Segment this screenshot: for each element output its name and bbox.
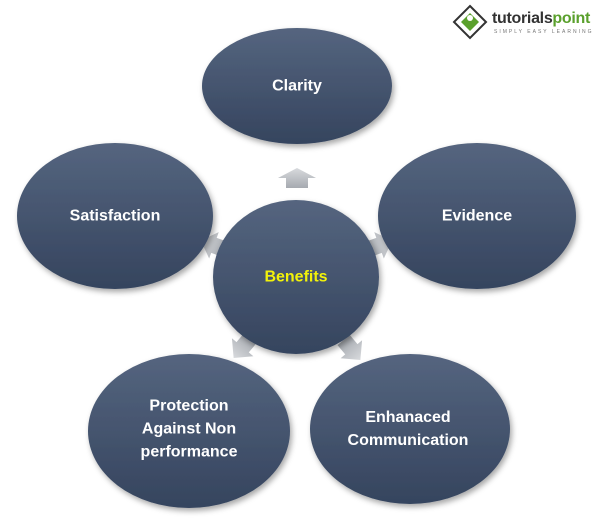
logo-name-part1: tutorials [492,10,553,27]
node-communication [310,354,510,504]
satisfaction-label: Satisfaction [69,207,161,225]
arrow-up-icon [278,168,316,188]
node-satisfaction [17,143,213,289]
center-label: Benefits [264,268,328,286]
communication-line-2: Communication [347,432,469,449]
node-protection [88,354,290,508]
evidence-label: Evidence [441,207,513,225]
protection-line-1: Protection [149,397,229,415]
logo-tagline: SIMPLY EASY LEARNING [494,29,594,35]
logo-name: tutorialspoint [492,10,590,28]
node-evidence [378,143,576,289]
node-clarity [202,28,392,144]
center-node [213,200,379,354]
logo-icon [452,4,488,40]
protection-line-2: Against Non [141,420,237,438]
protection-line-3: performance [140,443,238,461]
clarity-label: Clarity [272,77,322,95]
communication-label: Enhanaced Communication [348,406,469,452]
tutorialspoint-logo: tutorialspoint SIMPLY EASY LEARNING [452,4,598,40]
logo-name-part2: point [552,10,591,27]
arrow-bottom-right-icon [337,334,363,360]
protection-label: Protection Against Non performance [141,395,238,464]
communication-line-1: Enhanaced [365,409,451,426]
